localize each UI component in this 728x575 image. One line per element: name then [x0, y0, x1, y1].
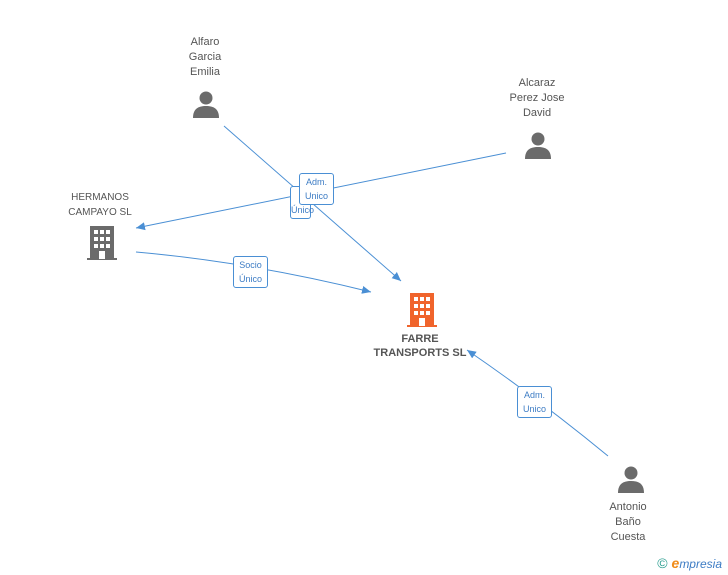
edge-label-alcaraz-hermanos: Adm. Unico [299, 173, 335, 205]
brand-name: mpresia [679, 557, 722, 571]
person-icon[interactable] [617, 465, 645, 493]
copyright-symbol: © [657, 555, 668, 571]
building-icon[interactable] [86, 225, 118, 261]
node-label-antonio: Antonio Baño Cuesta [609, 501, 647, 543]
brand-e: e [671, 555, 680, 571]
edge-label-antonio-farre: Adm. Unico [517, 386, 553, 418]
person-icon[interactable] [524, 131, 552, 159]
node-label-alcaraz: Alcaraz Perez Jose David [509, 77, 565, 119]
node-label-farre[interactable]: FARRE TRANSPORTS SL [373, 333, 467, 359]
edge-label-hermanos-farre: Socio Único [233, 256, 269, 288]
person-icon[interactable] [192, 90, 220, 118]
node-label-hermanos: HERMANOS CAMPAYO SL [68, 192, 132, 218]
footer-brand: ©empresia [657, 555, 722, 571]
building-icon[interactable] [406, 292, 438, 328]
node-label-alfaro: Alfaro Garcia Emilia [188, 36, 222, 78]
